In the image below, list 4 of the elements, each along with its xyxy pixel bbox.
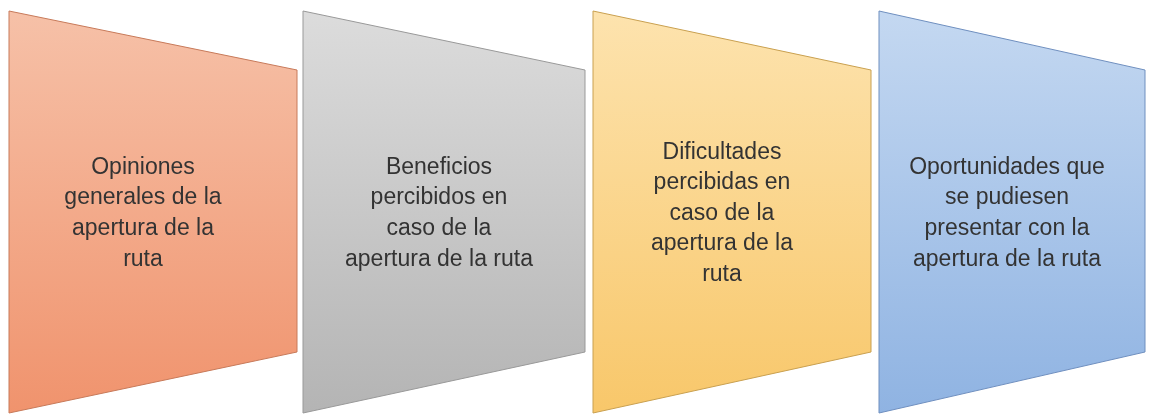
shape-label: Beneficios percibidos en caso de la apertura de la ruta bbox=[344, 151, 534, 273]
shape-label: Oportunidades que se pudiesen presentar con la apertura de la ruta bbox=[908, 151, 1106, 273]
shape-label: Opiniones generales de la apertura de la ruta bbox=[63, 151, 223, 273]
shape-label: Dificultades percibidas en caso de la apertura de la ruta bbox=[650, 136, 794, 288]
